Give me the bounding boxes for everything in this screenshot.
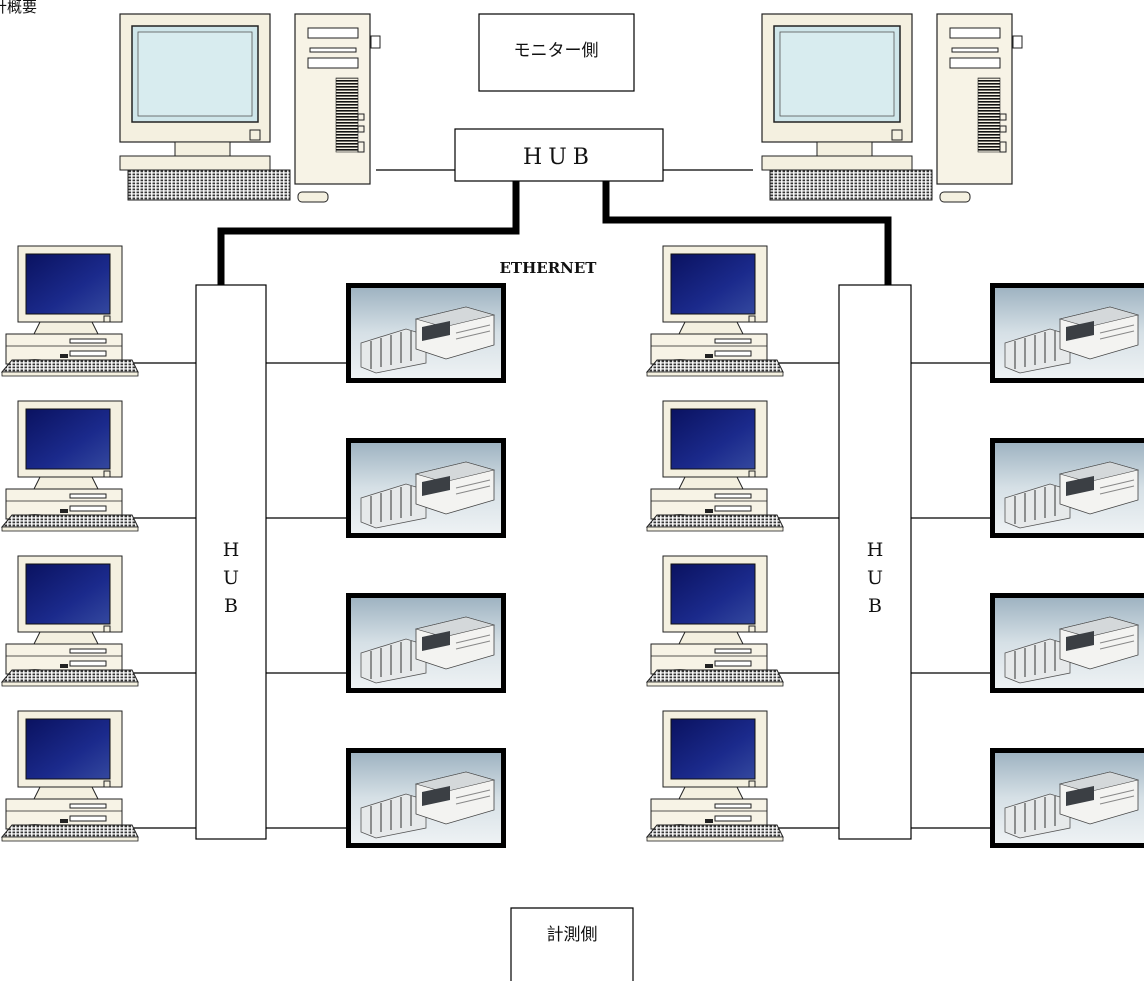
central-hub-label: HUB bbox=[523, 145, 595, 170]
left-hub: H U B bbox=[195, 284, 267, 840]
right-hub-label-h: H bbox=[867, 539, 884, 561]
left-hub-label-u: U bbox=[223, 567, 239, 589]
workstation-left-3-icon bbox=[1, 555, 139, 687]
ethernet-trunk-left bbox=[217, 181, 520, 285]
recorder-right-2-photo bbox=[989, 437, 1144, 539]
workstation-right-2-icon bbox=[646, 400, 784, 532]
monitor-pc-left-icon bbox=[119, 13, 381, 203]
recorder-right-4-photo bbox=[989, 747, 1144, 849]
workstation-right-4-icon bbox=[646, 710, 784, 842]
right-hub: H U B bbox=[838, 284, 912, 840]
ethernet-trunk-right bbox=[602, 181, 892, 285]
right-hub-label-b: B bbox=[868, 595, 882, 617]
monitor-side-label: モニター側 bbox=[514, 41, 599, 61]
workstation-right-3-icon bbox=[646, 555, 784, 687]
recorder-right-1-photo bbox=[989, 282, 1144, 384]
recorder-left-3-photo bbox=[345, 592, 507, 694]
monitor-side-label-box: モニター側 bbox=[478, 13, 635, 92]
recorder-right-3-photo bbox=[989, 592, 1144, 694]
workstation-left-4-icon bbox=[1, 710, 139, 842]
left-hub-label-b: B bbox=[224, 595, 238, 617]
measurement-side-label: 計測側 bbox=[547, 925, 598, 945]
recorder-left-4-photo bbox=[345, 747, 507, 849]
workstation-right-1-icon bbox=[646, 245, 784, 377]
workstation-left-1-icon bbox=[1, 245, 139, 377]
ethernet-label: ETHERNET bbox=[500, 259, 598, 277]
right-hub-label-u: U bbox=[867, 567, 883, 589]
left-hub-label-h: H bbox=[223, 539, 240, 561]
diagram-title: 計概要 bbox=[0, 0, 37, 16]
monitor-pc-right-icon bbox=[761, 13, 1023, 203]
central-hub: HUB bbox=[454, 128, 664, 182]
recorder-left-1-photo bbox=[345, 282, 507, 384]
recorder-left-2-photo bbox=[345, 437, 507, 539]
workstation-left-2-icon bbox=[1, 400, 139, 532]
measurement-side-label-box: 計測側 bbox=[510, 907, 634, 981]
